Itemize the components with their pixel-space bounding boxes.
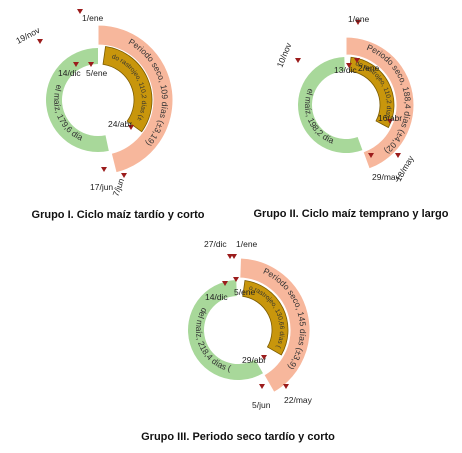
date-label-rainy_end: 16/abr: [378, 113, 402, 123]
date-label-rainy_start: 5/ene: [86, 68, 108, 78]
date-marker-maize_end: [222, 281, 228, 286]
date-marker-dry_end: [121, 173, 127, 178]
date-marker-jan: [77, 9, 83, 14]
date-label-maize_start: 29/may: [372, 172, 401, 182]
date-marker-rainy_start: [354, 58, 360, 63]
date-marker-jan: [355, 20, 361, 25]
date-marker-rainy_start: [233, 277, 239, 282]
date-label-maize_end: 14/dic: [58, 68, 81, 78]
date-label-jan: 1/ene: [348, 14, 370, 24]
date-label-maize_end: 14/dic: [205, 292, 228, 302]
date-label-rainy_start: 5/ene: [234, 287, 256, 297]
stubble-period-arc: [349, 56, 395, 129]
date-marker-rainy_end: [387, 119, 393, 124]
date-marker-dry_end: [283, 384, 289, 389]
maize-cycle-arc: [188, 280, 263, 380]
date-label-dry_end: 18/may: [393, 153, 416, 183]
date-marker-dry_start: [295, 58, 301, 63]
date-marker-maize_start: [101, 167, 107, 172]
stubble-period-arc: [102, 46, 153, 133]
date-label-rainy_start: 2/ene: [358, 63, 380, 73]
date-marker-maize_end: [346, 63, 352, 68]
date-marker-rainy_end: [261, 355, 267, 360]
date-label-rainy_end: 29/abr: [242, 355, 266, 365]
date-marker-dry_start: [227, 254, 233, 259]
date-marker-rainy_end: [128, 125, 134, 130]
date-label-dry_start: 19/nov: [14, 25, 42, 46]
date-marker-jan: [231, 254, 237, 259]
date-label-maize_start: 17/jun: [90, 182, 113, 192]
stubble-period-arc: [242, 280, 289, 356]
dry-season-arc: [97, 24, 174, 174]
maize-cycle-arc: [46, 48, 109, 152]
date-label-rainy_end: 24/abr: [108, 119, 132, 129]
date-label-jan: 1/ene: [236, 239, 258, 249]
date-marker-maize_start: [368, 153, 374, 158]
date-marker-dry_start: [37, 39, 43, 44]
date-marker-rainy_start: [88, 62, 94, 67]
date-label-dry_start: 10/nov: [275, 41, 294, 69]
caption-group-2: Grupo II. Ciclo maíz temprano y largo: [254, 208, 449, 220]
date-label-jan: 1/ene: [82, 13, 104, 23]
date-marker-maize_start: [259, 384, 265, 389]
date-label-dry_end: 7/jun: [110, 177, 126, 198]
date-label-maize_start: 5/jun: [252, 400, 271, 410]
dry-season-arc: [345, 36, 415, 170]
maize-cycle-arc: [297, 57, 363, 154]
dry-season-arc: [239, 257, 311, 394]
diagram-group-1: Periodo seco, 109 días (±3,19)Periodo ra…: [0, 0, 174, 198]
date-marker-maize_end: [73, 62, 79, 67]
caption-group-3: Grupo III. Periodo seco tardío y corto: [141, 431, 335, 443]
date-marker-dry_end: [395, 153, 401, 158]
date-label-dry_end: 22/may: [284, 395, 313, 405]
caption-group-1: Grupo I. Ciclo maíz tardío y corto: [32, 209, 205, 221]
date-label-maize_end: 13/dic: [334, 65, 357, 75]
date-label-dry_start: 27/dic: [204, 239, 227, 249]
